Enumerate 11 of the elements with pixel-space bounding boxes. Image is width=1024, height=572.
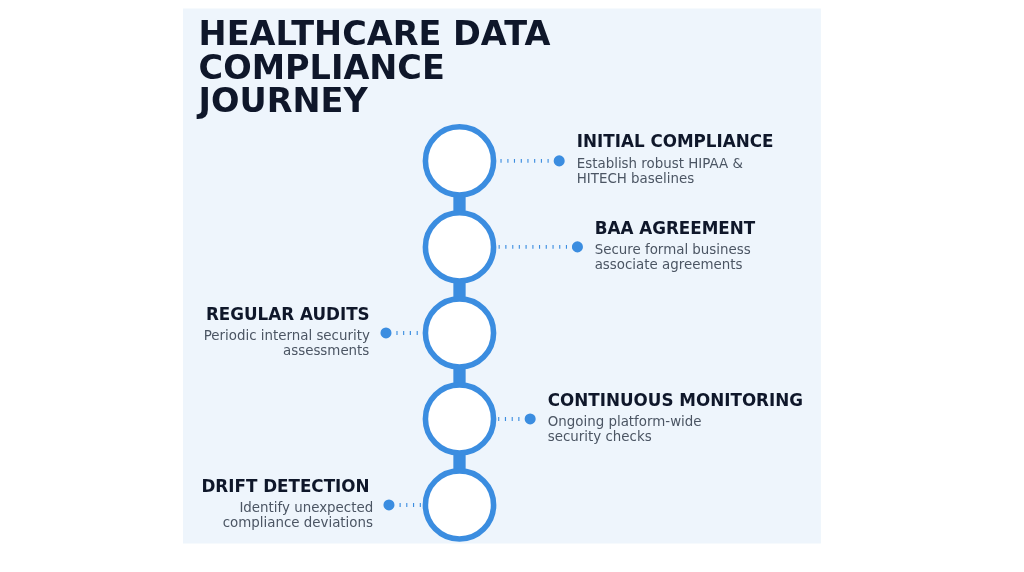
- node-text: BAA AGREEMENT Secure formal business associate agreements: [594, 217, 756, 272]
- diagram-title: HEALTHCARE DATA COMPLIANCE JOURNEY: [198, 14, 551, 121]
- node-circle: [422, 124, 497, 198]
- node-text: CONTINUOUS MONITORING Ongoing platform-wide security checks: [547, 389, 804, 444]
- node-text: DRIFT DETECTION Identify unexpected compliance deviations: [201, 475, 374, 530]
- node-text: INITIAL COMPLIANCE Establish robust HIPAA & HITECH baselines: [576, 131, 774, 186]
- node-circle: [422, 296, 497, 370]
- node-text: REGULAR AUDITS Periodic internal security assessments: [203, 303, 370, 358]
- node-circle: [422, 468, 497, 542]
- node-circle: [422, 382, 497, 456]
- node-circle: [422, 210, 497, 284]
